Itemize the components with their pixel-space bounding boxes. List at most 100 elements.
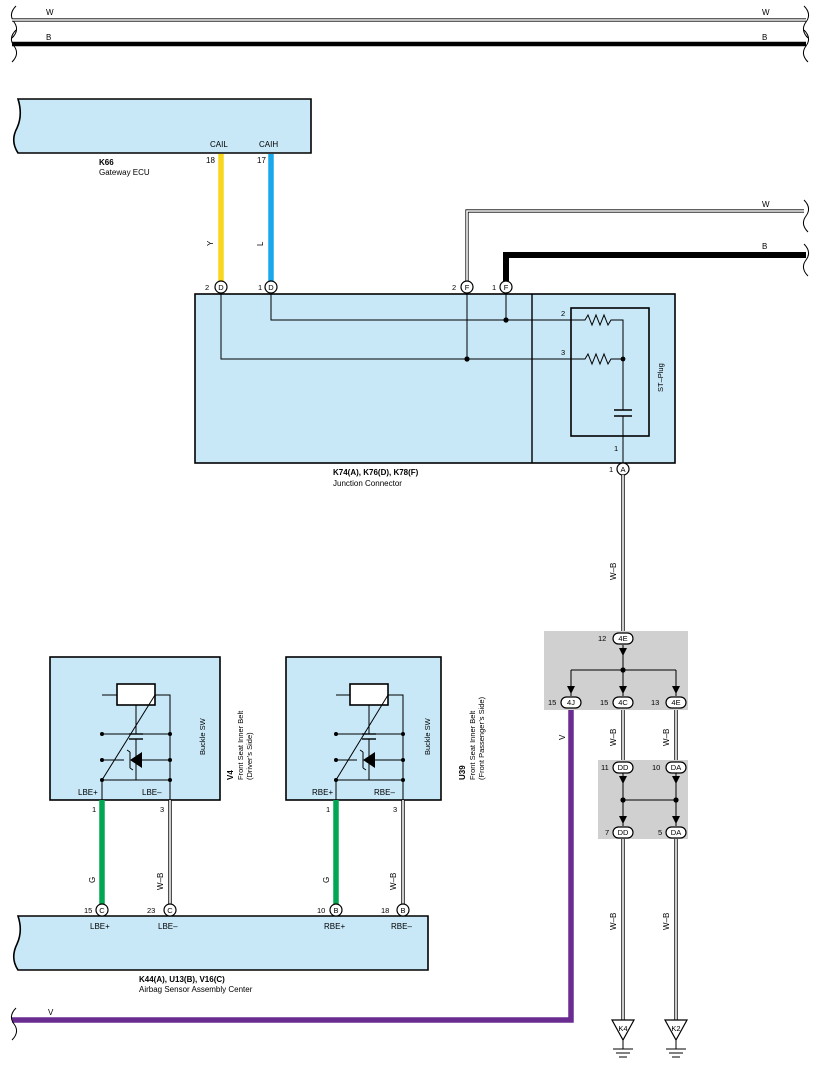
top-b-label-left: B bbox=[46, 33, 51, 42]
u39-name-1: Front Seat Inner Belt bbox=[468, 710, 477, 780]
airbag-name: Airbag Sensor Assembly Center bbox=[139, 985, 253, 994]
splice-upper-in-num: 12 bbox=[598, 634, 606, 643]
splice-lower-out2-num: 5 bbox=[658, 828, 662, 837]
top-wires: W W B B bbox=[10, 5, 810, 63]
airbag-code: K44(A), U13(B), V16(C) bbox=[139, 975, 225, 984]
ground-k4-label: K4 bbox=[618, 1024, 627, 1033]
splice-lower-in2-conn: DA bbox=[671, 763, 681, 772]
junction-pin-d-conn-2: D bbox=[268, 283, 274, 292]
splice-upper-wb1-label: W–B bbox=[609, 729, 618, 746]
junction-out-wire-label: W–B bbox=[609, 563, 618, 580]
splice-upper-wb2-label: W–B bbox=[662, 729, 671, 746]
splice-lower-out2-conn: DA bbox=[671, 828, 681, 837]
splice-upper-out3-conn: 4E bbox=[671, 698, 680, 707]
v4-name-1: Front Seat Inner Belt bbox=[236, 710, 245, 780]
splice-upper-out2-conn: 4C bbox=[618, 698, 628, 707]
airbag-p4-label: RBE– bbox=[391, 922, 412, 931]
junction-pin-d2-num: 2 bbox=[205, 283, 209, 292]
gateway-pin-h-num: 17 bbox=[257, 156, 266, 165]
gateway-code: K66 bbox=[99, 158, 114, 167]
airbag-p2-num: 23 bbox=[147, 906, 155, 915]
ground-k2: K2 bbox=[663, 1019, 689, 1058]
airbag-p1-label: LBE+ bbox=[90, 922, 110, 931]
splice-lower-out1-num: 7 bbox=[605, 828, 609, 837]
splice-upper-out3-num: 13 bbox=[651, 698, 659, 707]
splice-upper: 4E 12 4J 15 4C 15 4E 13 bbox=[544, 631, 688, 710]
airbag-sensor-assembly: LBE+ LBE– RBE+ RBE– K44(A), U13(B), V16(… bbox=[12, 915, 429, 994]
gateway-ecu: CAIL CAIH K66 Gateway ECU 18 17 bbox=[12, 98, 312, 177]
junction-pin-a1-num: 1 bbox=[609, 465, 613, 474]
splice-lower-out1-conn: DD bbox=[618, 828, 629, 837]
splice-lower-wb1-label: W–B bbox=[609, 913, 618, 930]
st-plug-label: ST–Plug bbox=[656, 363, 665, 392]
v4-buckle-switch: Buckle SW LBE+ LBE– 1 3 V4 Front Seat In… bbox=[49, 656, 254, 814]
v4-name-2: (Driver’s Side) bbox=[245, 732, 254, 780]
airbag-p2-conn: C bbox=[167, 906, 173, 915]
splice-upper-in-conn: 4E bbox=[618, 634, 627, 643]
junction-pin-f2-num: 2 bbox=[452, 283, 456, 292]
junction-pin-d-conn: D bbox=[218, 283, 224, 292]
st-plug-pin-3: 3 bbox=[561, 348, 565, 357]
u39-wire-minus-label: W–B bbox=[389, 873, 398, 890]
v4-code: V4 bbox=[226, 770, 235, 780]
junction-pin-f-conn: F bbox=[465, 283, 470, 292]
splice-upper-v-label: V bbox=[558, 734, 567, 740]
u39-pin-minus-label: RBE– bbox=[374, 788, 395, 797]
splice-upper-out2-num: 15 bbox=[600, 698, 608, 707]
airbag-p2-label: LBE– bbox=[158, 922, 178, 931]
u39-buckle-switch: Buckle SW RBE+ RBE– 1 3 U39 Front Seat I… bbox=[285, 656, 486, 814]
v4-wire-plus-label: G bbox=[88, 877, 97, 883]
junction-w-label: W bbox=[762, 200, 770, 209]
splice-upper-out1-num: 15 bbox=[548, 698, 556, 707]
gateway-pin-h-label: CAIH bbox=[259, 140, 278, 149]
top-w-label-right: W bbox=[762, 8, 770, 17]
junction-code: K74(A), K76(D), K78(F) bbox=[333, 468, 419, 477]
v4-wire-minus-label: W–B bbox=[156, 873, 165, 890]
splice-lower-in1-conn: DD bbox=[618, 763, 629, 772]
airbag-p3-label: RBE+ bbox=[324, 922, 345, 931]
airbag-p3-conn: B bbox=[333, 906, 338, 915]
airbag-p1-conn: C bbox=[99, 906, 105, 915]
splice-lower: DD 11 DA 10 DD 7 DA 5 bbox=[598, 760, 688, 839]
gateway-pin-l-label: CAIL bbox=[210, 140, 228, 149]
junction-b-label: B bbox=[762, 242, 767, 251]
st-plug-pin-2: 2 bbox=[561, 309, 565, 318]
gateway-pin-l-num: 18 bbox=[206, 156, 215, 165]
junction-pin-f1-num: 1 bbox=[492, 283, 496, 292]
wire-violet bbox=[12, 710, 574, 1023]
u39-name-2: (Front Passenger’s Side) bbox=[477, 696, 486, 780]
u39-pin-minus-num: 3 bbox=[393, 805, 397, 814]
junction-pin-a-conn: A bbox=[620, 465, 625, 474]
airbag-p4-conn: B bbox=[400, 906, 405, 915]
junction-connector: ST–Plug 2 3 1 K74(A), K76(D), K78(F) Jun… bbox=[194, 293, 676, 488]
splice-lower-wb2-label: W–B bbox=[662, 913, 671, 930]
splice-lower-in2-num: 10 bbox=[652, 763, 660, 772]
airbag-pins: C 15 C 23 B 10 B 18 bbox=[84, 903, 410, 917]
junction-pin-f-conn-2: F bbox=[504, 283, 509, 292]
v4-pin-plus-label: LBE+ bbox=[78, 788, 98, 797]
v4-pin-minus-num: 3 bbox=[160, 805, 164, 814]
airbag-p4-num: 18 bbox=[381, 906, 389, 915]
gateway-name: Gateway ECU bbox=[99, 168, 150, 177]
splice-upper-out1-conn: 4J bbox=[567, 698, 575, 707]
wire-y-label: Y bbox=[206, 240, 215, 246]
top-w-label-left: W bbox=[46, 8, 54, 17]
splice-lower-in1-num: 11 bbox=[601, 763, 609, 772]
wire-l-label: L bbox=[256, 241, 265, 246]
v4-pin-plus-num: 1 bbox=[92, 805, 96, 814]
junction-pin-d1-num: 1 bbox=[258, 283, 262, 292]
airbag-p3-num: 10 bbox=[317, 906, 325, 915]
junction-name: Junction Connector bbox=[333, 479, 402, 488]
v4-pin-minus-label: LBE– bbox=[142, 788, 162, 797]
ground-k4: K4 bbox=[610, 1019, 636, 1058]
u39-pin-plus-num: 1 bbox=[326, 805, 330, 814]
st-plug-pin-1: 1 bbox=[614, 444, 618, 453]
ground-k2-label: K2 bbox=[671, 1024, 680, 1033]
u39-wire-plus-label: G bbox=[322, 877, 331, 883]
u39-pin-plus-label: RBE+ bbox=[312, 788, 333, 797]
u39-switch-label: Buckle SW bbox=[423, 717, 432, 755]
u39-code: U39 bbox=[458, 765, 467, 780]
airbag-p1-num: 15 bbox=[84, 906, 92, 915]
junction-pins: D 2 D 1 F 2 F 1 A 1 bbox=[205, 280, 630, 476]
